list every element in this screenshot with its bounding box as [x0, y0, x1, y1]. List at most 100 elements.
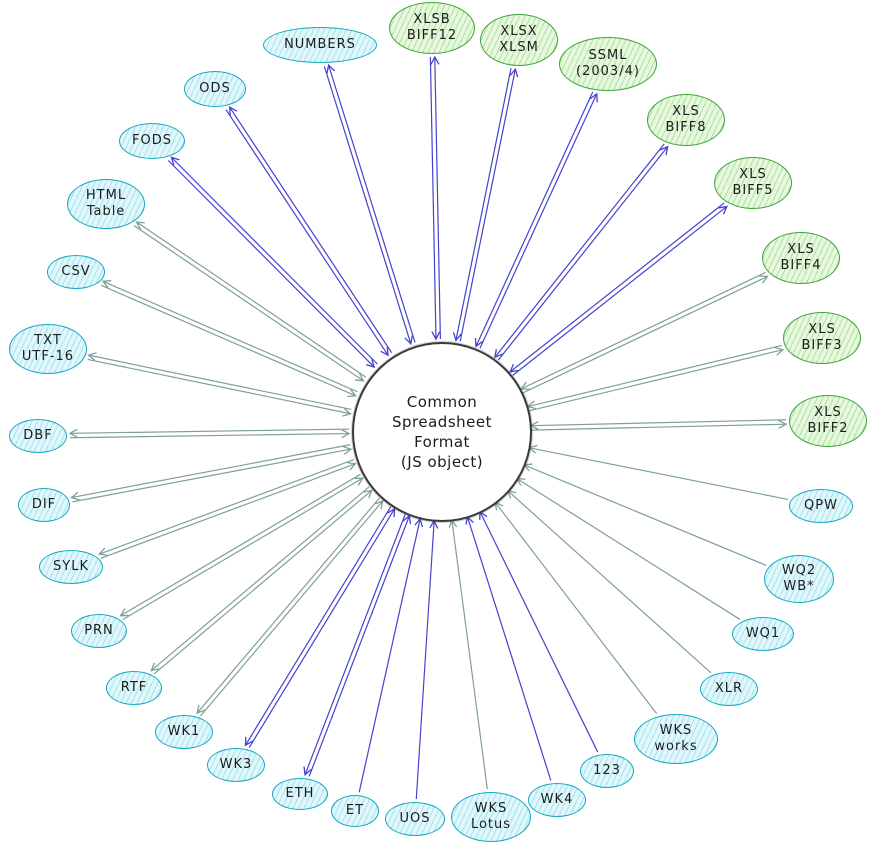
read-arrow-xls-biff4	[521, 271, 766, 388]
write-arrow-xls-biff2	[531, 424, 786, 431]
write-arrow-txt-utf16	[89, 355, 352, 411]
write-arrow-xls-biff5	[512, 206, 727, 376]
format-node-label: DIF	[31, 497, 57, 513]
format-node-label: works	[654, 739, 698, 754]
format-node-label: TXT	[34, 333, 62, 349]
read-arrow-xls-biff5	[510, 202, 725, 372]
format-node-wk4: WK4	[528, 783, 586, 817]
read-arrow-xls-biff8	[495, 143, 665, 357]
write-arrow-xls-biff8	[497, 147, 667, 361]
format-node-wk1: WK1	[155, 715, 213, 749]
format-node-label: CSV	[61, 264, 91, 280]
read-arrow-xlsx-xlsm	[456, 68, 512, 340]
format-node-label: BIFF3	[801, 338, 843, 353]
format-node-wk3: WK3	[207, 748, 265, 782]
read-arrow-wk1	[200, 501, 383, 717]
center-label-line: (JS object)	[400, 453, 484, 472]
write-arrow-xlsb	[435, 57, 441, 339]
read-arrow-dif	[72, 449, 351, 503]
write-arrow-wk1	[197, 497, 380, 713]
read-arrow-wk3	[248, 509, 394, 748]
format-node-label: ET	[345, 803, 365, 819]
write-arrow-dif	[72, 444, 351, 498]
format-node-label: WK4	[540, 792, 574, 808]
write-arrow-xls-biff4	[522, 276, 767, 394]
format-node-fods: FODS	[119, 123, 185, 159]
read-arrow-numbers	[323, 66, 410, 343]
read-arrow-xls-biff3	[528, 344, 783, 406]
format-node-label: ETH	[285, 786, 315, 802]
format-node-label: XLS	[814, 405, 842, 421]
format-node-prn: PRN	[71, 614, 127, 648]
read-arrow-wks-lotus	[452, 520, 488, 790]
center-label-line: Common	[406, 392, 478, 411]
format-node-label: SYLK	[53, 559, 89, 575]
read-arrow-ssml	[476, 91, 594, 346]
format-node-label: WQ1	[745, 626, 781, 642]
format-node-label: XLS	[739, 167, 767, 183]
write-arrow-prn	[121, 473, 361, 615]
center-label-line: Format	[414, 433, 470, 451]
write-arrow-sylk	[99, 459, 355, 555]
read-arrow-wk4	[467, 517, 552, 781]
format-node-label: FODS	[132, 133, 172, 149]
format-node-numbers: NUMBERS	[263, 27, 377, 63]
read-arrow-fods	[167, 160, 374, 367]
format-node-label: WQ2	[781, 563, 817, 579]
format-node-label: BIFF8	[665, 120, 707, 135]
format-node-dbf: DBF	[9, 419, 67, 453]
write-arrow-rtf	[151, 486, 370, 671]
write-arrow-ods	[230, 107, 393, 354]
format-node-label: BIFF2	[807, 421, 849, 436]
format-node-label: XLSB	[413, 12, 451, 28]
format-node-label: XLS	[787, 242, 815, 258]
center-node: Common Spreadsheet Format (JS object)	[352, 342, 532, 522]
read-arrow-wq2-wb	[524, 465, 767, 566]
read-arrow-xls-biff2	[531, 419, 786, 426]
format-node-label: XLR	[714, 681, 744, 697]
format-node-label: XLSM	[499, 40, 539, 55]
center-label-line: Spreadsheet	[392, 412, 492, 431]
read-arrow-xlsb	[429, 57, 436, 339]
write-arrow-wk3	[245, 506, 392, 746]
format-node-wq1: WQ1	[732, 617, 794, 651]
read-arrow-prn	[122, 478, 363, 621]
format-node-label: RTF	[120, 680, 148, 696]
format-node-label: XLS	[808, 322, 836, 338]
write-arrow-dbf	[70, 428, 349, 433]
format-node-rtf: RTF	[106, 671, 162, 705]
format-node-l123: 123	[580, 754, 634, 788]
format-node-label: WB*	[783, 579, 815, 594]
format-node-ssml: SSML(2003/4)	[559, 37, 657, 91]
read-arrow-eth	[308, 516, 409, 777]
format-node-label: DBF	[23, 428, 53, 444]
write-arrow-fods	[171, 157, 378, 365]
format-node-label: WKS	[659, 723, 693, 739]
read-arrow-csv	[100, 284, 355, 395]
format-node-label: WKS	[474, 801, 508, 817]
format-node-label: UTF-16	[21, 349, 75, 364]
read-arrow-et	[358, 519, 420, 793]
format-node-label: HTML	[85, 188, 127, 204]
read-arrow-wq1	[517, 479, 741, 621]
format-node-label: 123	[593, 763, 621, 779]
format-node-label: PRN	[84, 623, 114, 639]
write-arrow-ssml	[479, 94, 597, 349]
write-arrow-xlsx-xlsm	[459, 69, 515, 342]
format-node-label: ODS	[199, 81, 231, 97]
read-arrow-txt-utf16	[87, 358, 351, 413]
read-arrow-ods	[225, 109, 388, 356]
write-arrow-numbers	[329, 65, 416, 343]
